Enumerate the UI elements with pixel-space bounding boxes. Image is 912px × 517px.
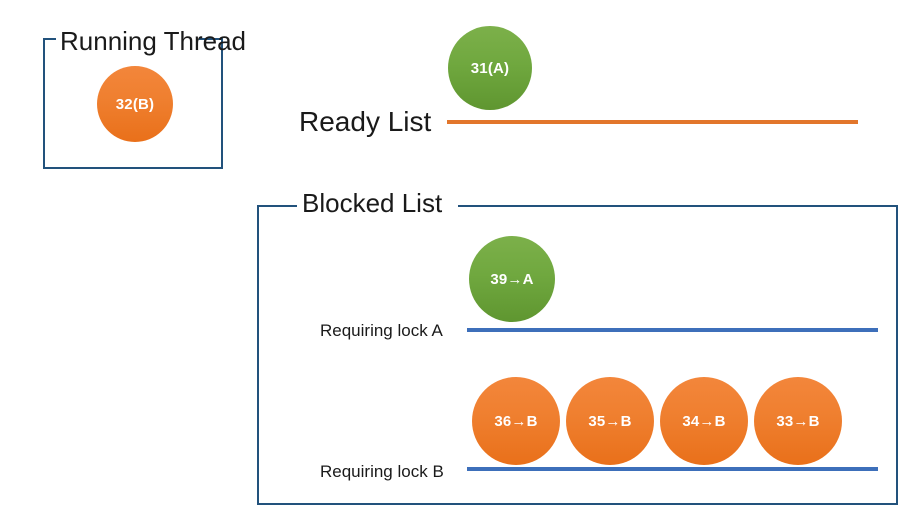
requiring-lock-a-line [467, 328, 878, 332]
ready-list-line [447, 120, 858, 124]
thread-node-running-0[interactable]: 32(B) [97, 66, 173, 142]
requiring-lock-b-label: Requiring lock B [320, 462, 444, 481]
thread-node-lock-b-2[interactable]: 34→B [660, 377, 748, 465]
ready-list-label: Ready List [299, 106, 432, 137]
thread-node-lock-b-0[interactable]: 36→B [472, 377, 560, 465]
requiring-lock-a-label: Requiring lock A [320, 321, 443, 340]
thread-node-lock-b-3[interactable]: 33→B [754, 377, 842, 465]
running-thread-label: Running Thread [60, 26, 246, 56]
blocked-list-box [257, 205, 898, 505]
blocked-list-label: Blocked List [302, 188, 443, 218]
thread-node-ready-0[interactable]: 31(A) [448, 26, 532, 110]
thread-node-lock-a-0[interactable]: 39→A [469, 236, 555, 322]
requiring-lock-b-line [467, 467, 878, 471]
running-thread-label-gap [56, 35, 199, 42]
blocked-list-label-gap [297, 202, 458, 209]
thread-node-lock-b-1[interactable]: 35→B [566, 377, 654, 465]
